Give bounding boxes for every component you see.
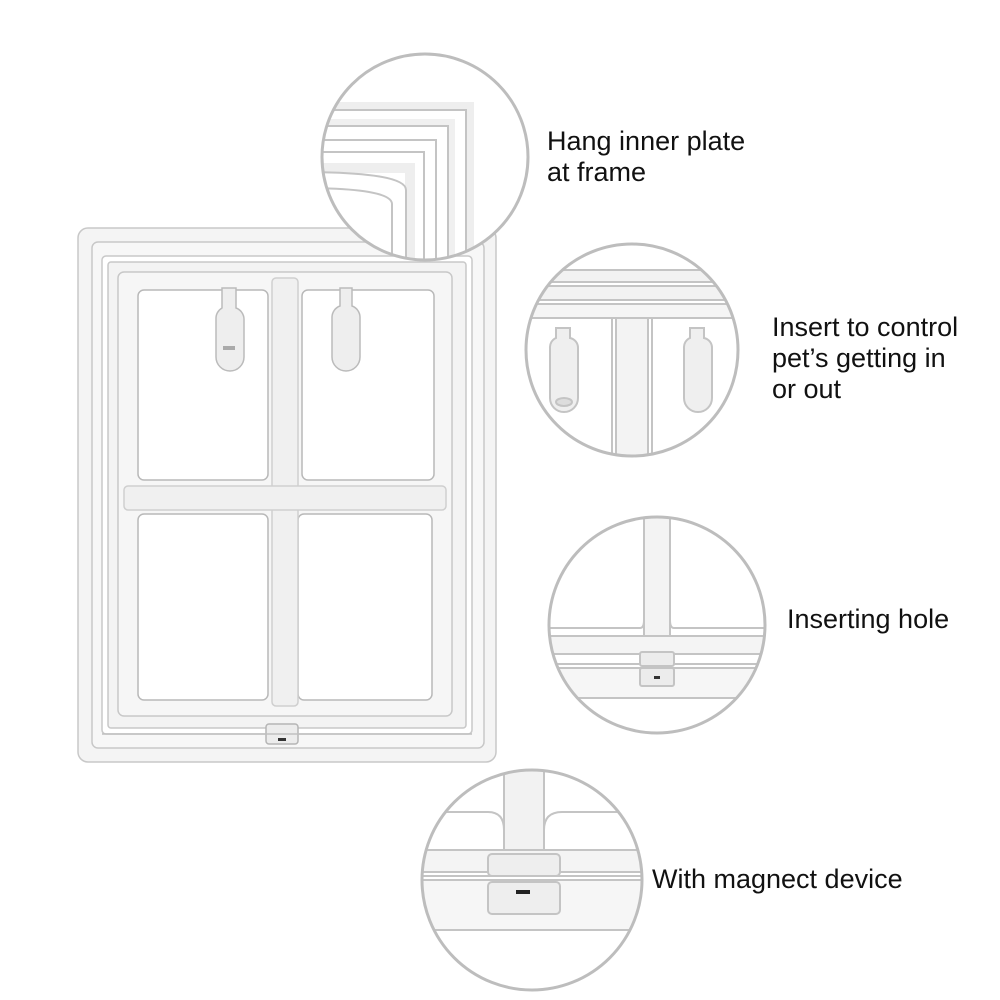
magnet-latch-detail-icon bbox=[420, 768, 644, 992]
callout-caption-control-access: Insert to control pet’s getting in or ou… bbox=[772, 312, 959, 404]
pet-door-frame-icon bbox=[77, 227, 497, 763]
callout-caption-hang-plate: Hang inner plate at frame bbox=[547, 126, 746, 187]
frame-corner-detail-icon bbox=[320, 52, 530, 262]
callout-caption-inserting-hole: Inserting hole bbox=[787, 604, 950, 634]
inserting-hole-detail-icon bbox=[547, 515, 767, 735]
callout-caption-magnet-device: With magnect device bbox=[652, 864, 903, 894]
lock-tabs-detail-icon bbox=[524, 242, 740, 458]
